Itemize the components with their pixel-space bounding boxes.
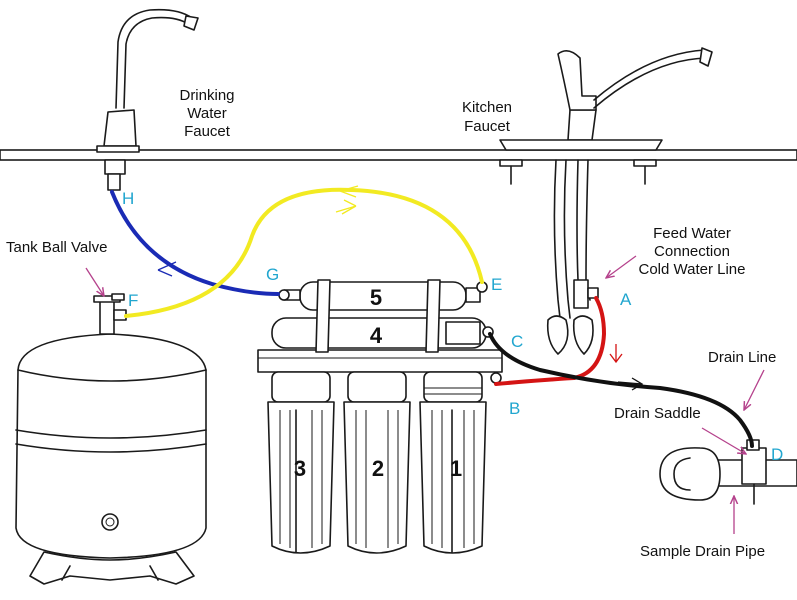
tube-blue <box>110 190 280 296</box>
kitchen-faucet-label-1: Kitchen <box>462 99 512 116</box>
stage-numbers: 5 4 3 2 1 <box>294 285 462 481</box>
feed-water-label-1: Feed Water <box>653 225 731 242</box>
point-f: F <box>128 291 138 310</box>
pointers <box>85 255 765 534</box>
sample-drain-pipe-label: Sample Drain Pipe <box>640 543 765 560</box>
connection-letters: A B C D E F G H <box>122 189 783 464</box>
drain-pipe-icon <box>659 439 797 505</box>
drain-line-label: Drain Line <box>708 349 776 366</box>
feed-water-label-3: Cold Water Line <box>639 261 746 278</box>
drinking-faucet-label-1: Drinking <box>179 87 234 104</box>
point-e: E <box>491 275 502 294</box>
drinking-faucet-label-3: Faucet <box>184 123 231 140</box>
drinking-faucet-icon <box>96 8 199 191</box>
tube-red <box>494 296 607 386</box>
point-b: B <box>509 399 520 418</box>
point-a: A <box>620 290 632 309</box>
point-d: D <box>771 445 783 464</box>
point-h: H <box>122 189 134 208</box>
kitchen-faucet-icon <box>499 47 713 355</box>
feed-water-label-2: Connection <box>654 243 730 260</box>
flow-arrow-icon <box>157 185 644 391</box>
labels: Drinking Water Faucet Kitchen Faucet Tan… <box>6 87 776 560</box>
point-g: G <box>266 265 279 284</box>
tubing <box>110 187 754 448</box>
kitchen-faucet-label-2: Faucet <box>464 118 511 135</box>
stage-2-number: 2 <box>372 456 384 481</box>
stage-4-number: 4 <box>370 323 383 348</box>
tube-yellow <box>124 187 484 318</box>
stage-5-number: 5 <box>370 285 382 310</box>
tube-black <box>488 332 754 448</box>
membrane-icon <box>271 279 494 353</box>
tank-ball-valve-label: Tank Ball Valve <box>6 239 107 256</box>
point-c: C <box>511 332 523 351</box>
countertop <box>0 149 797 161</box>
stage-3-number: 3 <box>294 456 306 481</box>
drain-saddle-label: Drain Saddle <box>614 405 701 422</box>
filter-housing-icon <box>257 349 503 554</box>
stage-1-number: 1 <box>450 456 462 481</box>
storage-tank-icon <box>15 293 207 585</box>
drinking-faucet-label-2: Water <box>187 105 226 122</box>
